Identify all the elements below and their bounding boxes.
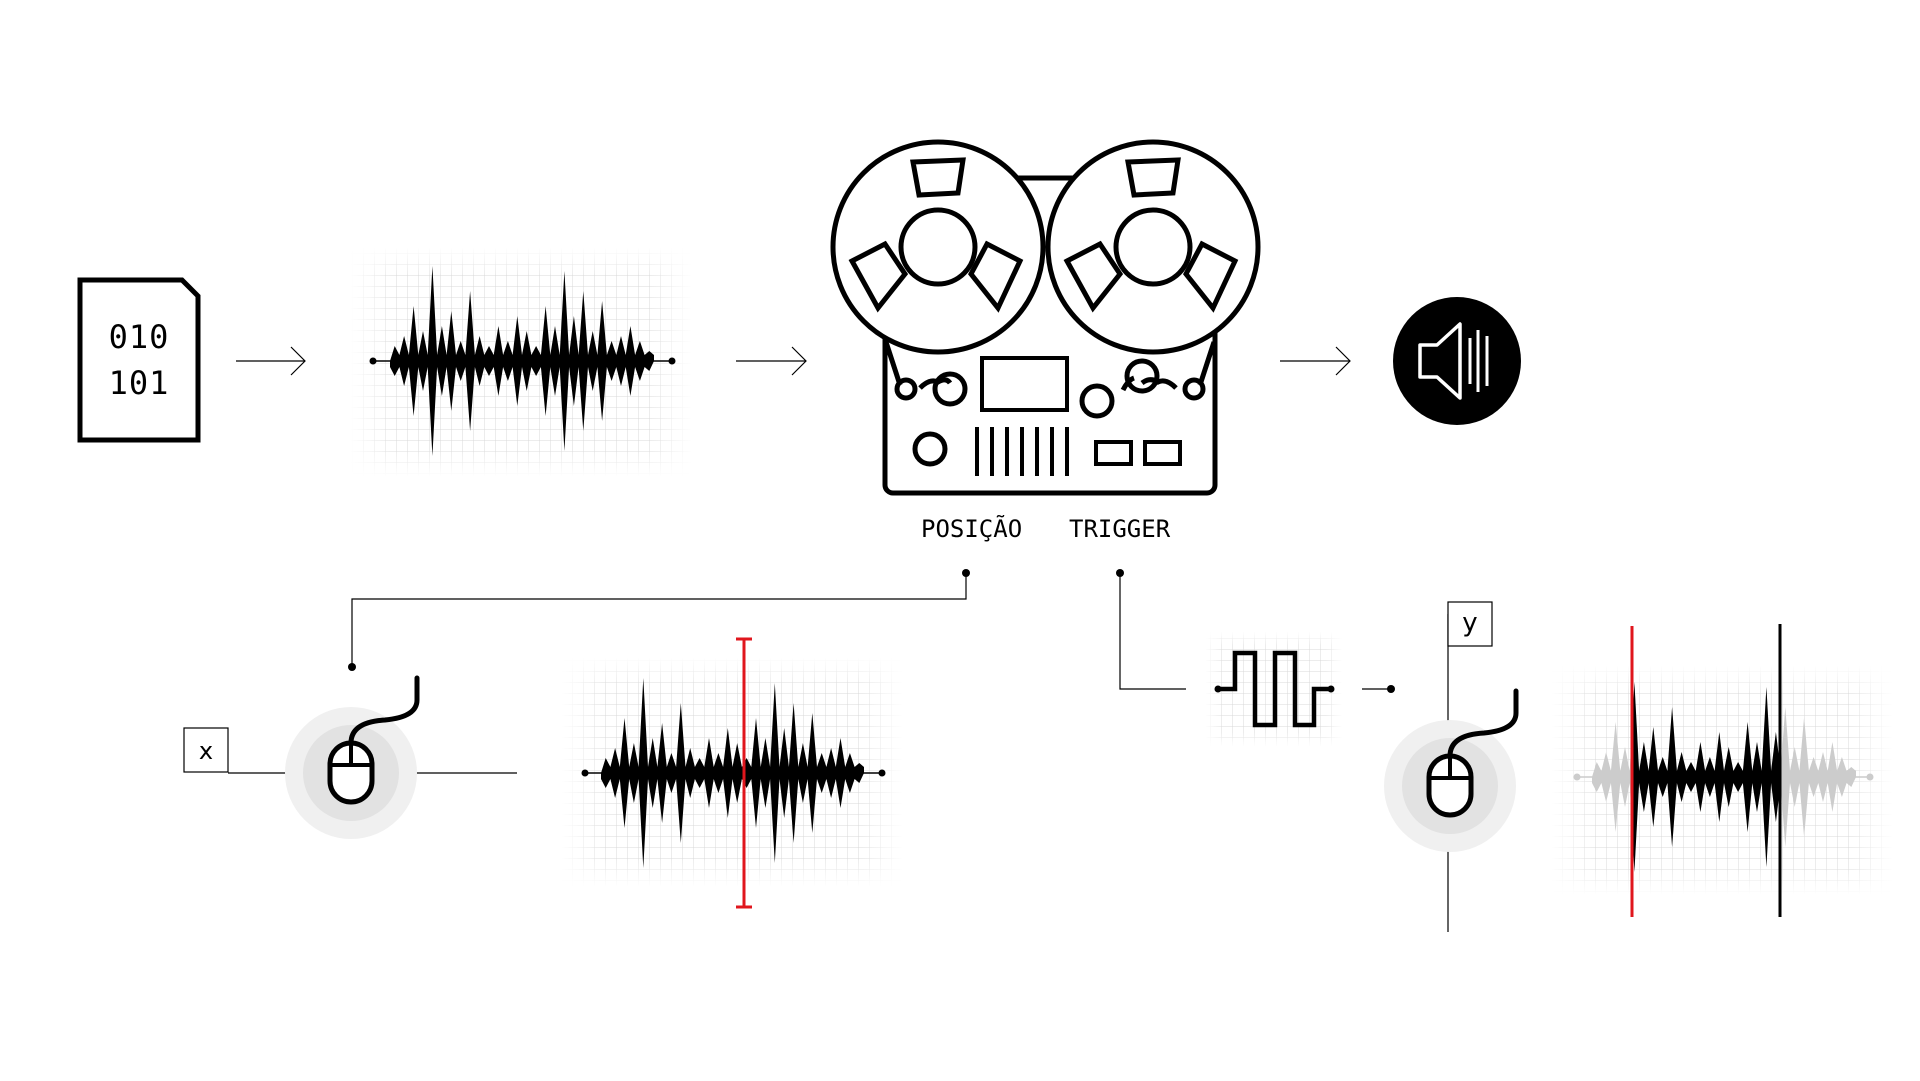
arrow-wave-to-tape — [736, 346, 807, 376]
file-binary-line-2: 101 — [109, 364, 170, 402]
waveform-shape-active — [1632, 682, 1780, 872]
position-playhead[interactable] — [736, 637, 752, 909]
mouse-icon — [285, 675, 420, 839]
position-waveform — [562, 658, 902, 886]
x-axis-label-box: x — [183, 727, 229, 773]
trigger-connector-start-dot — [1116, 569, 1124, 577]
binary-file-icon: 010 101 — [77, 277, 201, 443]
y-axis-label-box: y — [1447, 601, 1493, 647]
arrow-file-to-wave — [236, 346, 306, 376]
trigger-waveform — [1552, 666, 1892, 894]
waveform-shape — [390, 266, 654, 456]
tape-label-position: POSIÇÃO — [921, 513, 1022, 543]
mouse-icon — [1384, 688, 1519, 852]
source-waveform — [351, 248, 691, 476]
position-connector — [351, 573, 967, 667]
y-axis-label: y — [1462, 608, 1477, 638]
tape-label-trigger: TRIGGER — [1069, 515, 1171, 543]
square-wave-icon — [1206, 632, 1342, 746]
speaker-icon — [1393, 297, 1521, 425]
wave-start-dot — [369, 357, 377, 365]
trigger-connector — [1119, 573, 1186, 690]
position-connector-start-dot — [962, 569, 970, 577]
arrow-tape-to-speaker — [1280, 346, 1351, 376]
file-binary-line-1: 010 — [109, 318, 170, 356]
reel-to-reel-tape-icon — [830, 139, 1261, 496]
waveform-shape — [601, 678, 864, 868]
wave-end-dot — [668, 357, 676, 365]
x-axis-label: x — [199, 737, 213, 765]
position-connector-end-dot — [348, 663, 356, 671]
wave-start-dot — [581, 769, 589, 777]
wave-end-dot — [878, 769, 886, 777]
arrow-square-to-y — [1362, 685, 1395, 693]
